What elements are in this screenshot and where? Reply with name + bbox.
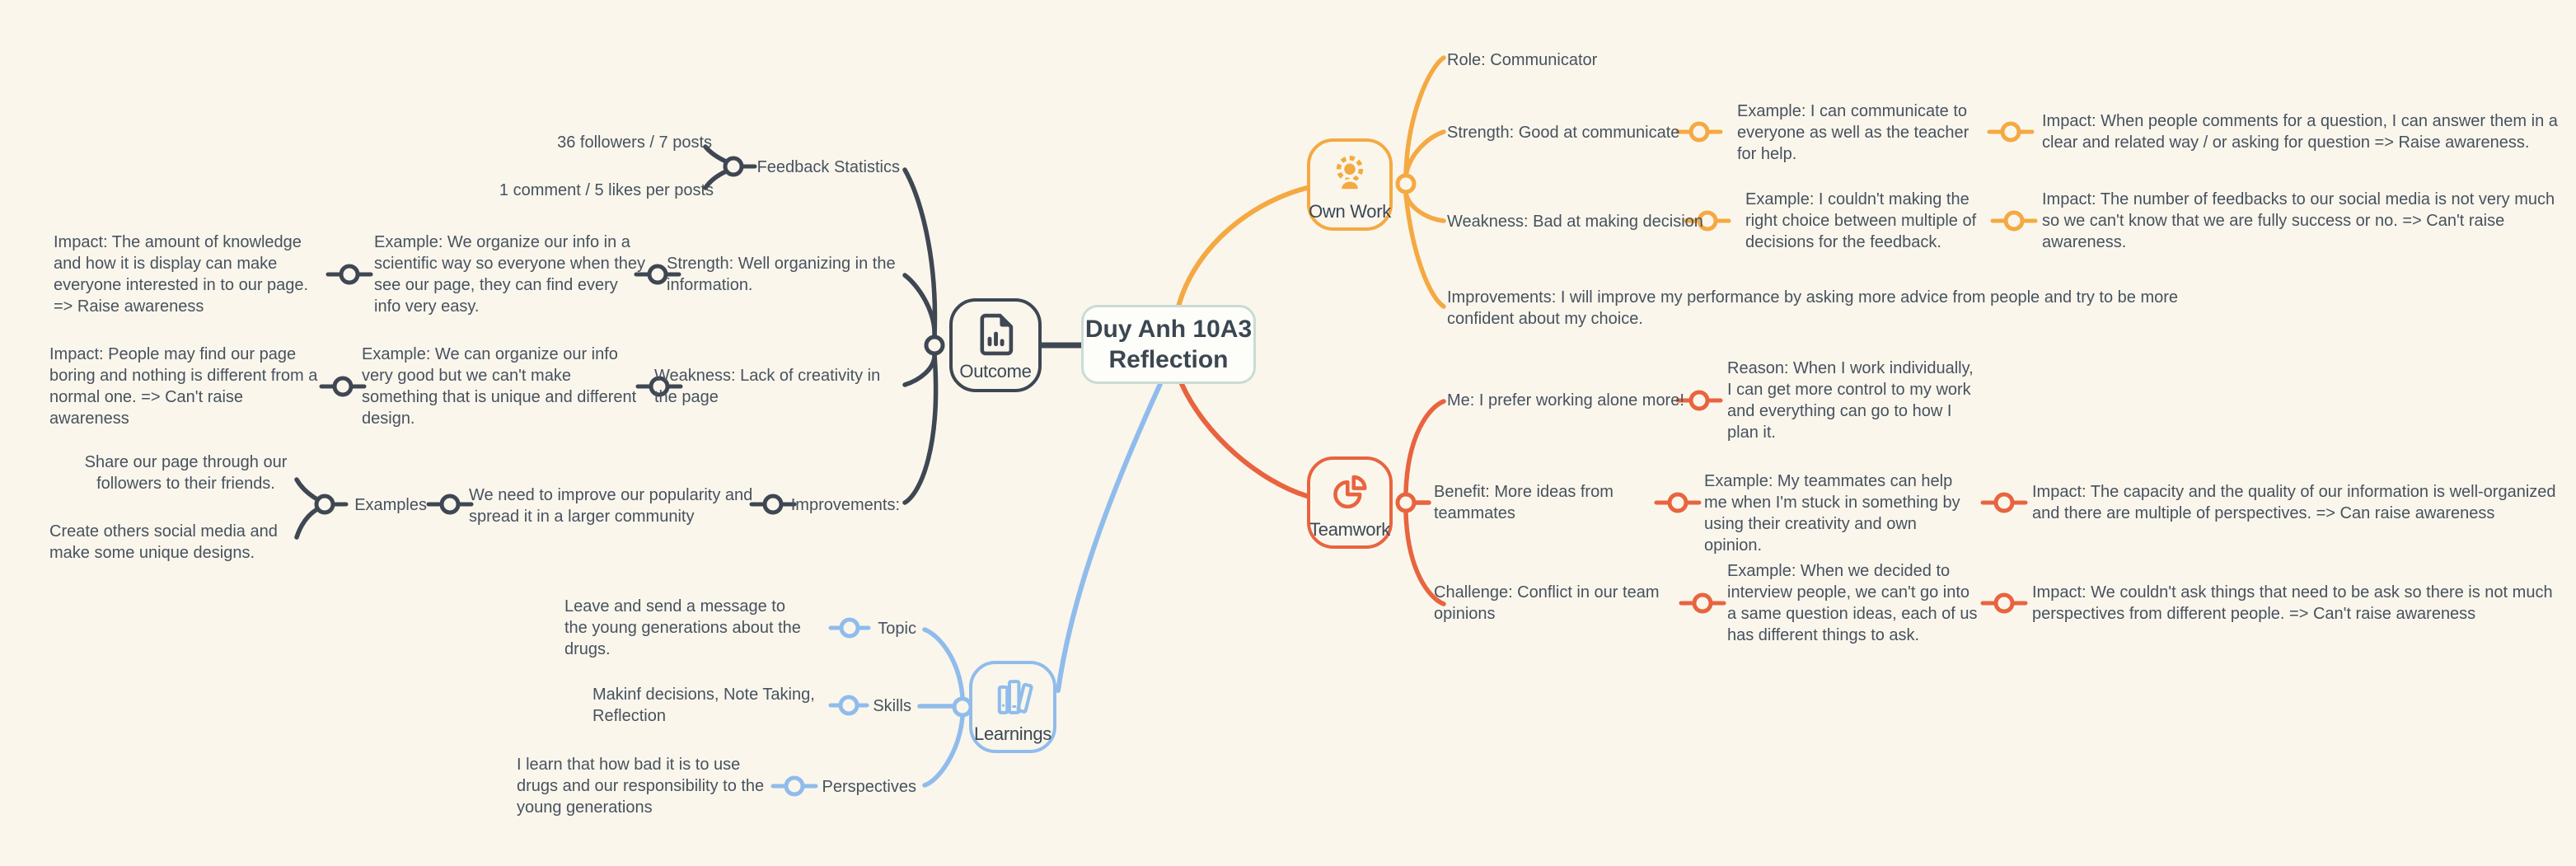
teamwork-challenge-topic[interactable]: Challenge: Conflict in our team opinions [1434,583,1660,623]
outcome-branch-lines [294,144,1084,540]
outcome-example-share-topic[interactable]: Share our page through our followers to … [84,453,288,493]
own-work-strength-topic[interactable]: Strength: Good at communicate [1447,124,1680,142]
learnings-skills-detail[interactable]: Makinf decisions, Note Taking, Reflectio… [592,686,815,725]
own-work-junction-ring[interactable] [1395,173,1417,194]
learnings-skills-label[interactable]: Skills [873,697,911,715]
teamwork-me-topic[interactable]: Me: I prefer working alone more! [1447,391,1684,410]
learnings-perspectives-label[interactable]: Perspectives [822,778,917,796]
outcome-node[interactable]: Outcome [949,298,1042,392]
teamwork-node-label: Teamwork [1309,519,1390,540]
outcome-weakness-example-topic[interactable]: Example: We can organize our info very g… [362,345,637,428]
person-gear-icon [1328,152,1372,201]
teamwork-challenge-ring[interactable] [1692,592,1713,614]
learnings-topic-label[interactable]: Topic [878,620,916,638]
own-work-weakness-ring[interactable] [1697,210,1718,232]
own-work-node-label: Own Work [1309,201,1391,222]
learnings-skills-ring[interactable] [838,695,859,716]
outcome-example-create-topic[interactable]: Create others social media and make some… [49,522,278,562]
root-topic[interactable]: Duy Anh 10A3 Reflection [1081,305,1256,384]
own-work-strength-impact-topic[interactable]: Impact: When people comments for a quest… [2042,112,2558,152]
own-work-node[interactable]: Own Work [1307,138,1393,231]
own-work-weakness-impact-topic[interactable]: Impact: The number of feedbacks to our s… [2042,190,2555,251]
own-work-branch-lines [1176,55,2038,309]
own-work-weakness-example-topic[interactable]: Example: I couldn't making the right cho… [1745,190,1977,251]
teamwork-junction-ring[interactable] [1395,492,1417,513]
teamwork-challenge-example-ring[interactable] [1993,592,2015,614]
learnings-branch-lines [770,382,1163,797]
own-work-strength-example-topic[interactable]: Example: I can communicate to everyone a… [1737,102,1969,163]
outcome-strength-example-topic[interactable]: Example: We organize our info in a scien… [374,233,646,316]
teamwork-challenge-example-topic[interactable]: Example: When we decided to interview pe… [1727,562,1978,644]
own-work-weakness-topic[interactable]: Weakness: Bad at making decision [1447,213,1703,231]
books-icon [991,675,1035,723]
own-work-strength-example-ring[interactable] [2000,121,2021,143]
outcome-strength-impact-topic[interactable]: Impact: The amount of knowledge and how … [54,233,309,316]
outcome-examples-topic[interactable]: Examples [354,496,427,514]
pie-chart-icon [1328,470,1372,519]
outcome-strength-example-ring[interactable] [339,264,360,285]
own-work-role-topic[interactable]: Role: Communicator [1447,51,1598,69]
teamwork-benefit-example-topic[interactable]: Example: My teammates can help me when I… [1704,472,1960,555]
outcome-weakness-impact-topic[interactable]: Impact: People may find our page boring … [49,345,318,428]
own-work-weakness-example-ring[interactable] [2003,210,2025,232]
feedback-junction-ring[interactable] [723,156,744,177]
learnings-topic-ring[interactable] [839,617,860,639]
learnings-topic-detail[interactable]: Leave and send a message to the young ge… [564,597,801,658]
outcome-feedback-statistics-topic[interactable]: Feedback Statistics [756,158,900,176]
learnings-junction-ring[interactable] [952,696,973,718]
teamwork-benefit-topic[interactable]: Benefit: More ideas from teammates [1434,483,1614,522]
outcome-plan-ring[interactable] [439,494,461,515]
outcome-junction-ring[interactable] [924,335,945,356]
outcome-stat-followers-topic[interactable]: 36 followers / 7 posts [557,133,712,152]
teamwork-benefit-example-ring[interactable] [1993,492,2015,513]
outcome-improvements-ring[interactable] [762,494,784,515]
teamwork-branch-lines [1179,382,2028,614]
learnings-node-label: Learnings [974,723,1051,744]
own-work-improvements-topic[interactable]: Improvements: I will improve my performa… [1447,288,2179,328]
outcome-strength-ring[interactable] [647,264,668,285]
learnings-node[interactable]: Learnings [969,661,1056,753]
bar-chart-document-icon [973,312,1018,361]
outcome-stat-comments-topic[interactable]: 1 comment / 5 likes per posts [499,181,714,199]
outcome-examples-ring[interactable] [314,494,335,515]
learnings-perspectives-ring[interactable] [784,775,805,797]
outcome-weakness-topic[interactable]: Weakness: Lack of creativity in the page [654,367,881,406]
teamwork-benefit-impact-topic[interactable]: Impact: The capacity and the quality of … [2032,483,2556,522]
teamwork-benefit-ring[interactable] [1667,492,1688,513]
teamwork-node[interactable]: Teamwork [1307,456,1393,549]
teamwork-me-reason-topic[interactable]: Reason: When I work individually, I can … [1727,359,1974,442]
outcome-improvements-topic[interactable]: Improvements: [790,496,900,514]
outcome-weakness-example-ring[interactable] [332,376,354,397]
teamwork-me-ring[interactable] [1688,390,1710,411]
outcome-strength-topic[interactable]: Strength: Well organizing in the informa… [667,255,896,294]
outcome-improvements-plan-topic[interactable]: We need to improve our popularity and sp… [469,486,753,526]
learnings-perspectives-detail[interactable]: I learn that how bad it is to use drugs … [517,756,765,817]
own-work-strength-ring[interactable] [1688,121,1710,143]
outcome-node-label: Outcome [959,361,1032,382]
outcome-weakness-ring[interactable] [649,376,670,397]
teamwork-challenge-impact-topic[interactable]: Impact: We couldn't ask things that need… [2032,583,2553,623]
